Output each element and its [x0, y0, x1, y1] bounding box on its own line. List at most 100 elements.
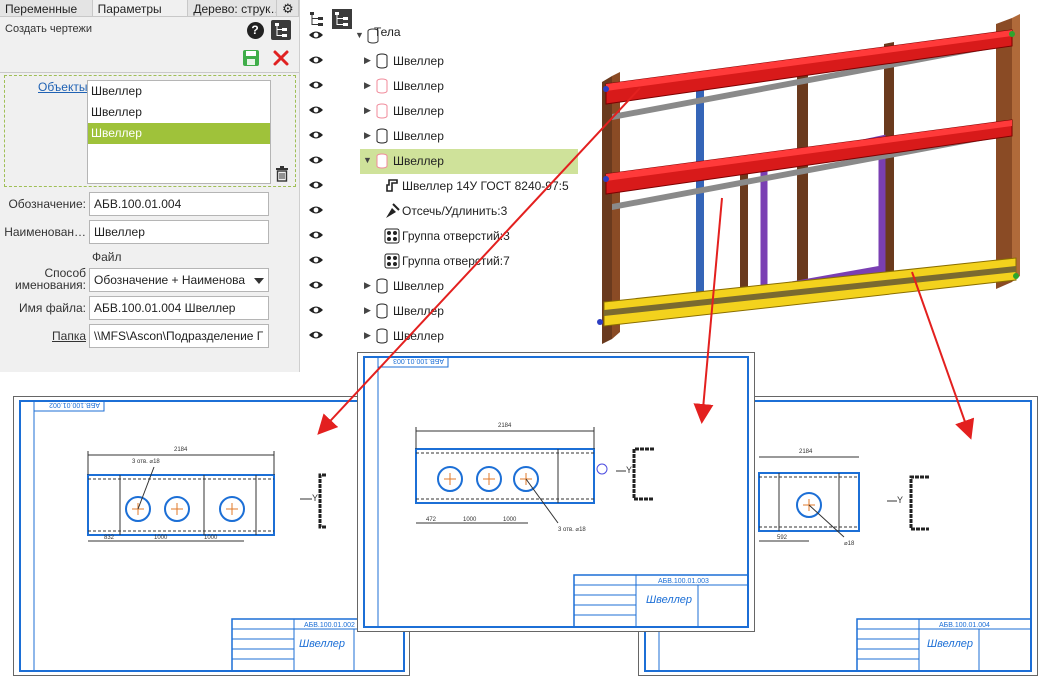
visibility-eye-icon[interactable] — [308, 229, 324, 244]
name-label: Наименован… — [4, 225, 86, 239]
objects-list[interactable]: Швеллер Швеллер Швеллер — [87, 80, 271, 184]
holes-icon — [384, 227, 400, 248]
folder-field[interactable]: \\MFS\Ascon\Подразделение Г — [89, 324, 269, 348]
tree-row-label: Швеллер 14У ГОСТ 8240-97:5 — [402, 179, 569, 193]
expand-arrow-icon[interactable]: ▶ — [364, 280, 371, 290]
naming-method-label-line1: Способ — [44, 266, 86, 280]
folder-link[interactable]: Папка — [52, 329, 86, 343]
axis-label: Y — [312, 493, 318, 503]
tree-row-label: Швеллер — [393, 154, 444, 168]
settings-gear-icon[interactable]: ⚙ — [277, 0, 299, 16]
tree-view-button[interactable] — [271, 20, 291, 40]
dim-1: 472 — [426, 517, 437, 523]
expand-arrow-icon[interactable]: ▶ — [364, 105, 371, 115]
tree-row[interactable]: ▶ Швеллер — [300, 324, 580, 349]
expand-arrow-icon[interactable]: ▶ — [364, 330, 371, 340]
tree-structure-button[interactable] — [307, 9, 327, 29]
filename-field[interactable]: АБВ.100.01.004 Швеллер — [89, 296, 269, 320]
tree-row[interactable]: ▶ Швеллер — [300, 124, 580, 149]
save-button[interactable] — [241, 48, 261, 68]
stamp-title: Швеллер — [299, 638, 345, 650]
expand-arrow-icon[interactable]: ▼ — [355, 30, 364, 40]
body-icon — [375, 127, 389, 148]
visibility-eye-icon[interactable] — [308, 29, 324, 44]
tree-row[interactable]: ▶Швеллер — [300, 99, 580, 124]
tab-tree-structure[interactable]: Дерево: струк… — [188, 0, 278, 16]
hole-note: ⌀18 — [844, 541, 855, 547]
3d-frame-model[interactable] — [592, 14, 1032, 344]
body-pink-icon — [375, 102, 389, 123]
body-icon — [375, 302, 389, 323]
hole-note: 3 отв. ⌀18 — [132, 459, 160, 465]
name-field[interactable]: Швеллер — [89, 220, 269, 244]
drawing-sheet-1[interactable]: АБВ.100.01.002 2184 832 1000 1000 3 отв.… — [13, 396, 410, 676]
list-item[interactable]: Швеллер — [91, 105, 142, 119]
naming-method-select[interactable]: Обозначение + Наименова — [89, 268, 269, 292]
collapse-arrow-icon[interactable]: ▼ — [363, 155, 372, 165]
tree-row[interactable]: Группа отверстий:7 — [300, 249, 580, 274]
body-pink-icon — [375, 77, 389, 98]
tree-row-label: Отсечь/Удлинить:3 — [402, 204, 508, 218]
file-section-heading: Файл — [92, 250, 122, 264]
dim-1: 592 — [777, 535, 788, 541]
help-button[interactable]: ? — [245, 20, 265, 40]
cancel-button[interactable] — [271, 48, 291, 68]
list-item-selected[interactable]: Швеллер — [88, 123, 270, 144]
hole-note: 3 отв. ⌀18 — [558, 527, 586, 533]
expand-arrow-icon[interactable]: ▶ — [364, 130, 371, 140]
tree-row[interactable]: ▶Швеллер — [300, 49, 580, 74]
body-pink-icon — [375, 152, 389, 173]
divider — [0, 72, 299, 73]
designation-field[interactable]: АБВ.100.01.004 — [89, 192, 269, 216]
expand-arrow-icon[interactable]: ▶ — [364, 80, 371, 90]
tree-row-label: Швеллер — [393, 329, 444, 343]
tree-row-selected[interactable]: ▼ Швеллер — [300, 149, 580, 174]
list-item[interactable]: Швеллер — [91, 84, 142, 98]
expand-arrow-icon[interactable]: ▶ — [364, 305, 371, 315]
visibility-eye-icon[interactable] — [308, 329, 324, 344]
visibility-eye-icon[interactable] — [308, 254, 324, 269]
objects-link[interactable]: Объекты — [38, 80, 88, 94]
dim-total: 2184 — [799, 449, 813, 455]
axis-label: Y — [897, 495, 903, 505]
tab-parameters[interactable]: Параметры — [92, 0, 189, 16]
tree-row-root[interactable]: ▼ Тела — [300, 24, 580, 49]
visibility-eye-icon[interactable] — [308, 129, 324, 144]
chevron-down-icon — [254, 278, 264, 284]
drawing-sheet-2[interactable]: АБВ.100.01.003 2184 472 1000 1000 3 отв.… — [357, 352, 755, 632]
expand-arrow-icon[interactable]: ▶ — [364, 55, 371, 65]
tree-row[interactable]: Швеллер 14У ГОСТ 8240-97:5 — [300, 174, 580, 199]
tree-row-label: Группа отверстий:3 — [402, 229, 510, 243]
body-icon — [375, 52, 389, 73]
tree-row-label: Швеллер — [393, 129, 444, 143]
bodies-folder-icon — [366, 27, 382, 48]
delete-button[interactable] — [275, 166, 289, 185]
visibility-eye-icon[interactable] — [308, 204, 324, 219]
trim-icon — [384, 202, 400, 223]
naming-method-label: Способ именования: — [15, 267, 86, 291]
dim-2: 1000 — [154, 535, 168, 541]
visibility-eye-icon[interactable] — [308, 304, 324, 319]
stamp-title: Швеллер — [927, 638, 973, 650]
tree-row[interactable]: Группа отверстий:3 — [300, 224, 580, 249]
sheet-top-code: АБВ.100.01.003 — [393, 357, 444, 364]
properties-panel: Переменные Параметры Дерево: струк… ⚙ Со… — [0, 0, 300, 372]
body-icon — [375, 277, 389, 298]
tab-variables[interactable]: Переменные — [0, 0, 93, 16]
command-caption: Создать чертежи — [5, 23, 92, 35]
holes-icon — [384, 252, 400, 273]
close-icon — [273, 50, 289, 66]
tree-row[interactable]: ▶Швеллер — [300, 74, 580, 99]
tree-row-label: Группа отверстий:7 — [402, 254, 510, 268]
tree-hierarchy-button[interactable] — [332, 9, 352, 29]
naming-method-label-line2: именования: — [14, 278, 86, 292]
tree-row[interactable]: ▶Швеллер — [300, 299, 580, 324]
visibility-eye-icon[interactable] — [308, 179, 324, 194]
visibility-eye-icon[interactable] — [308, 79, 324, 94]
tree-row[interactable]: Отсечь/Удлинить:3 — [300, 199, 580, 224]
visibility-eye-icon[interactable] — [308, 154, 324, 169]
visibility-eye-icon[interactable] — [308, 54, 324, 69]
visibility-eye-icon[interactable] — [308, 104, 324, 119]
visibility-eye-icon[interactable] — [308, 279, 324, 294]
tree-row[interactable]: ▶Швеллер — [300, 274, 580, 299]
